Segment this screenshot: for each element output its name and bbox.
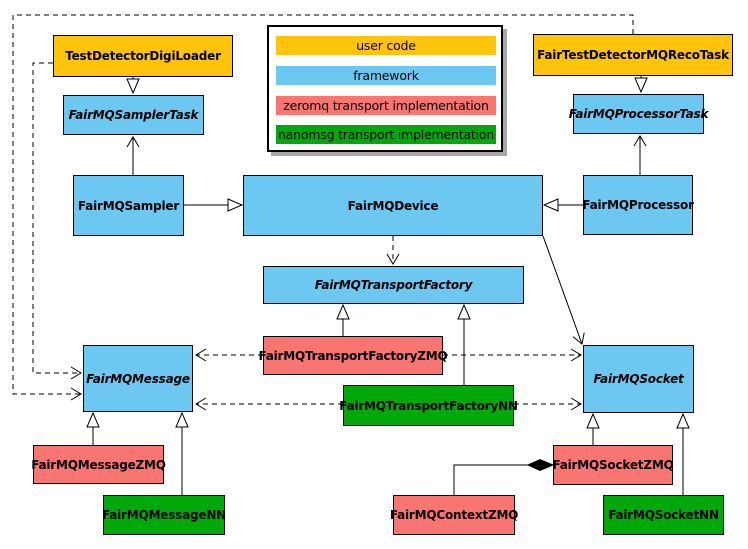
node-fairmqsampler: FairMQSampler <box>73 175 184 236</box>
node-fairmqsocket: FairMQSocket <box>583 345 694 413</box>
node-fairmqmessagezmq: FairMQMessageZMQ <box>31 445 166 484</box>
node-fairmqtransportfactoryzmq: FairMQTransportFactoryZMQ <box>258 336 448 375</box>
association-edges <box>126 135 647 345</box>
node-fairmqprocessortask: FairMQProcessorTask <box>569 94 708 134</box>
legend-item-framework: framework <box>276 66 496 85</box>
legend-item-zeromq: zeromq transport implementation <box>276 96 496 115</box>
node-testdetectordigiloader: TestDetectorDigiLoader <box>53 35 233 77</box>
legend-item-user-code: user code <box>276 36 496 55</box>
node-fairmqtransportfactorynn: FairMQTransportFactoryNN <box>339 385 518 426</box>
node-fairmqsamplertask: FairMQSamplerTask <box>63 95 204 135</box>
node-fairmqsocketnn: FairMQSocketNN <box>603 495 724 535</box>
legend-item-nanomsg: nanomsg transport implementation <box>276 125 496 144</box>
legend: user code framework zeromq transport imp… <box>267 25 503 152</box>
node-fairtestdetectormqrecotask: FairTestDetectorMQRecoTask <box>533 34 733 76</box>
node-fairmqmessagenn: FairMQMessageNN <box>102 495 226 535</box>
node-fairmqmessage: FairMQMessage <box>83 345 193 412</box>
node-fairmqcontextzmq: FairMQContextZMQ <box>390 495 518 535</box>
node-fairmqsocketzmq: FairMQSocketZMQ <box>552 445 674 485</box>
composition-edges <box>453 465 553 495</box>
node-fairmqtransportfactory: FairMQTransportFactory <box>263 266 524 304</box>
node-fairmqprocessor: FairMQProcessor <box>582 175 694 235</box>
node-fairmqdevice: FairMQDevice <box>243 175 543 236</box>
